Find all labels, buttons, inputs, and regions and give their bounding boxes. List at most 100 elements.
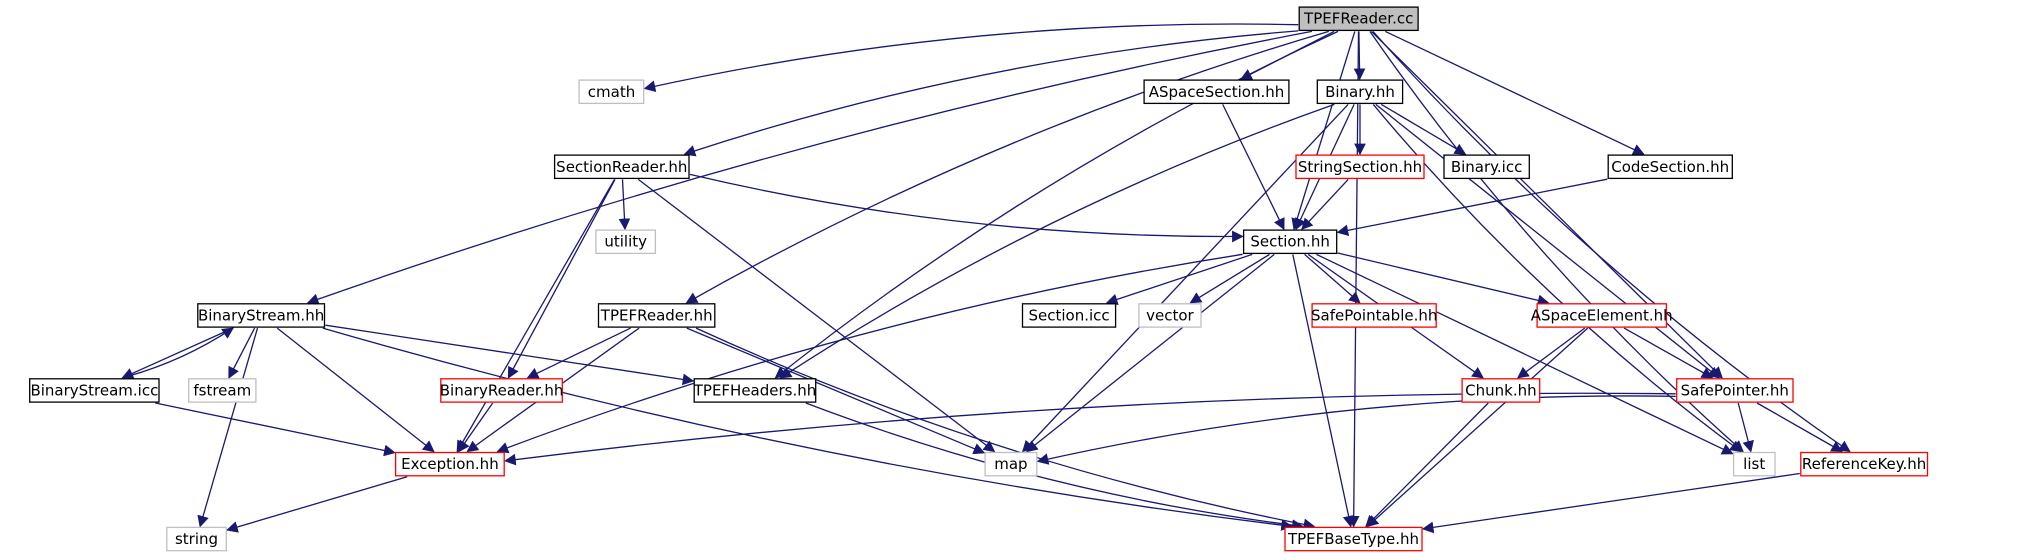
node-binaryreader-hh[interactable]: BinaryReader.hh xyxy=(440,378,564,403)
node-label: CodeSection.hh xyxy=(1611,158,1729,176)
node-label: BinaryStream.hh xyxy=(198,306,324,324)
node-sectionreader-hh[interactable]: SectionReader.hh xyxy=(553,154,690,180)
edge-section_hh-to-section_icc xyxy=(1105,253,1253,306)
edge-binary_hh-to-map xyxy=(1022,103,1349,453)
edge-codesection_hh-to-section_hh xyxy=(1336,178,1608,237)
node-label: vector xyxy=(1146,306,1194,324)
node-box xyxy=(1143,79,1290,105)
edge-binarystream_icc-to-binarystream_hh xyxy=(122,327,234,379)
node-label: ASpaceSection.hh xyxy=(1149,83,1284,101)
edge-tpefreader_cc-to-tpefheaders_hh xyxy=(774,30,1339,379)
node-box xyxy=(595,229,657,255)
node-binarystream-hh[interactable]: BinaryStream.hh xyxy=(197,303,326,328)
edge-tpefreader_cc-to-cmath xyxy=(643,23,1299,92)
edge-binaryreader_hh-to-exception_hh xyxy=(458,402,494,453)
edge-binary_hh-to-safepointer_hh xyxy=(1375,103,1720,379)
node-label: Binary.hh xyxy=(1325,83,1395,101)
node-box xyxy=(1298,6,1419,32)
node-binary-hh[interactable]: Binary.hh xyxy=(1316,79,1404,105)
node-vector: vector xyxy=(1138,303,1202,328)
node-tpefbasetype-hh[interactable]: TPEFBaseType.hh xyxy=(1284,526,1423,552)
edge-section_hh-to-vector xyxy=(1189,253,1270,304)
node-box xyxy=(578,79,645,105)
node-box xyxy=(1536,303,1668,328)
node-box xyxy=(1284,526,1423,552)
node-label: StringSection.hh xyxy=(1298,158,1422,176)
node-label: Binary.icc xyxy=(1451,158,1523,176)
node-label: cmath xyxy=(588,83,635,101)
node-label: TPEFBaseType.hh xyxy=(1287,530,1419,548)
edge-safepointer_hh-to-list xyxy=(1737,402,1754,453)
node-box xyxy=(984,451,1038,477)
node-referencekey-hh[interactable]: ReferenceKey.hh xyxy=(1800,451,1929,477)
node-label: map xyxy=(994,455,1027,473)
node-box xyxy=(1316,79,1404,105)
node-box xyxy=(1676,378,1794,403)
node-tpefreader-hh[interactable]: TPEFReader.hh xyxy=(597,303,716,328)
node-label: SectionReader.hh xyxy=(556,158,687,176)
edge-tpefreader_cc-to-tpefbasetype_hh xyxy=(1347,31,1360,528)
edge-stringsection_hh-to-section_hh xyxy=(1301,178,1349,230)
node-safepointable-hh[interactable]: SafePointable.hh xyxy=(1311,303,1437,328)
edge-section_hh-to-exception_hh xyxy=(496,253,1243,454)
node-box xyxy=(188,378,257,403)
node-codesection-hh[interactable]: CodeSection.hh xyxy=(1607,154,1733,180)
node-label: Chunk.hh xyxy=(1465,381,1536,399)
edge-section_hh-to-list xyxy=(1316,253,1734,455)
node-exception-hh[interactable]: Exception.hh xyxy=(394,451,505,477)
node-label: list xyxy=(1743,455,1765,473)
node-box xyxy=(1800,451,1929,477)
edge-binarystream_hh-to-string xyxy=(197,327,259,528)
edge-tpefreader_hh-to-map xyxy=(686,327,986,455)
node-label: Exception.hh xyxy=(401,455,499,473)
node-box xyxy=(1138,303,1202,328)
node-box xyxy=(693,378,817,403)
node-utility: utility xyxy=(595,229,657,255)
edge-sectionreader_hh-to-exception_hh xyxy=(456,179,616,453)
edge-binarystream_hh-to-fstream xyxy=(228,327,256,379)
node-box xyxy=(1311,303,1437,328)
node-aspaceelement-hh[interactable]: ASpaceElement.hh xyxy=(1531,303,1673,328)
node-box xyxy=(597,303,716,328)
node-label: TPEFHeaders.hh xyxy=(693,381,817,399)
node-box xyxy=(1461,378,1541,403)
node-box xyxy=(1732,451,1776,477)
node-box xyxy=(29,378,160,403)
edge-tpefheaders_hh-to-tpefbasetype_hh xyxy=(805,402,1304,531)
edge-sectionreader_hh-to-binaryreader_hh xyxy=(507,179,616,379)
edge-binary_hh-to-binary_icc xyxy=(1380,103,1467,155)
node-box xyxy=(394,451,505,477)
edge-binarystream_hh-to-tpefbasetype_hh xyxy=(322,327,1293,531)
edge-chunk_hh-to-tpefbasetype_hh xyxy=(1365,402,1489,528)
node-section-icc[interactable]: Section.icc xyxy=(1021,303,1117,328)
node-box xyxy=(553,154,690,180)
node-aspacesection-hh[interactable]: ASpaceSection.hh xyxy=(1143,79,1290,105)
node-chunk-hh[interactable]: Chunk.hh xyxy=(1461,378,1541,403)
node-string: string xyxy=(166,526,227,552)
node-label: Section.icc xyxy=(1029,306,1110,324)
node-binary-icc[interactable]: Binary.icc xyxy=(1443,154,1530,180)
node-label: Section.hh xyxy=(1250,233,1330,251)
edge-safepointer_hh-to-referencekey_hh xyxy=(1756,402,1844,453)
node-map: map xyxy=(984,451,1038,477)
edge-safepointer_hh-to-map xyxy=(1036,395,1676,465)
node-stringsection-hh[interactable]: StringSection.hh xyxy=(1295,154,1425,180)
node-section-hh[interactable]: Section.hh xyxy=(1242,229,1338,255)
edge-sectionreader_hh-to-map xyxy=(637,178,996,453)
edge-sectionreader_hh-to-utility xyxy=(618,179,631,231)
node-box xyxy=(1607,154,1733,180)
node-box xyxy=(197,303,326,328)
node-tpefreader-cc[interactable]: TPEFReader.cc xyxy=(1298,6,1419,32)
edge-section_hh-to-tpefbasetype_hh xyxy=(1292,254,1355,528)
node-safepointer-hh[interactable]: SafePointer.hh xyxy=(1676,378,1794,403)
edge-sectionreader_hh-to-section_hh xyxy=(689,173,1244,243)
edge-tpefreader_hh-to-binaryreader_hh xyxy=(526,327,631,379)
edge-aspaceelement_hh-to-safepointer_hh xyxy=(1623,327,1714,379)
node-label: ASpaceElement.hh xyxy=(1531,306,1673,324)
node-label: BinaryStream.icc xyxy=(30,381,158,399)
node-binarystream-icc[interactable]: BinaryStream.icc xyxy=(29,378,160,403)
node-list: list xyxy=(1732,451,1776,477)
node-tpefheaders-hh[interactable]: TPEFHeaders.hh xyxy=(693,378,817,403)
node-cmath: cmath xyxy=(578,79,645,105)
